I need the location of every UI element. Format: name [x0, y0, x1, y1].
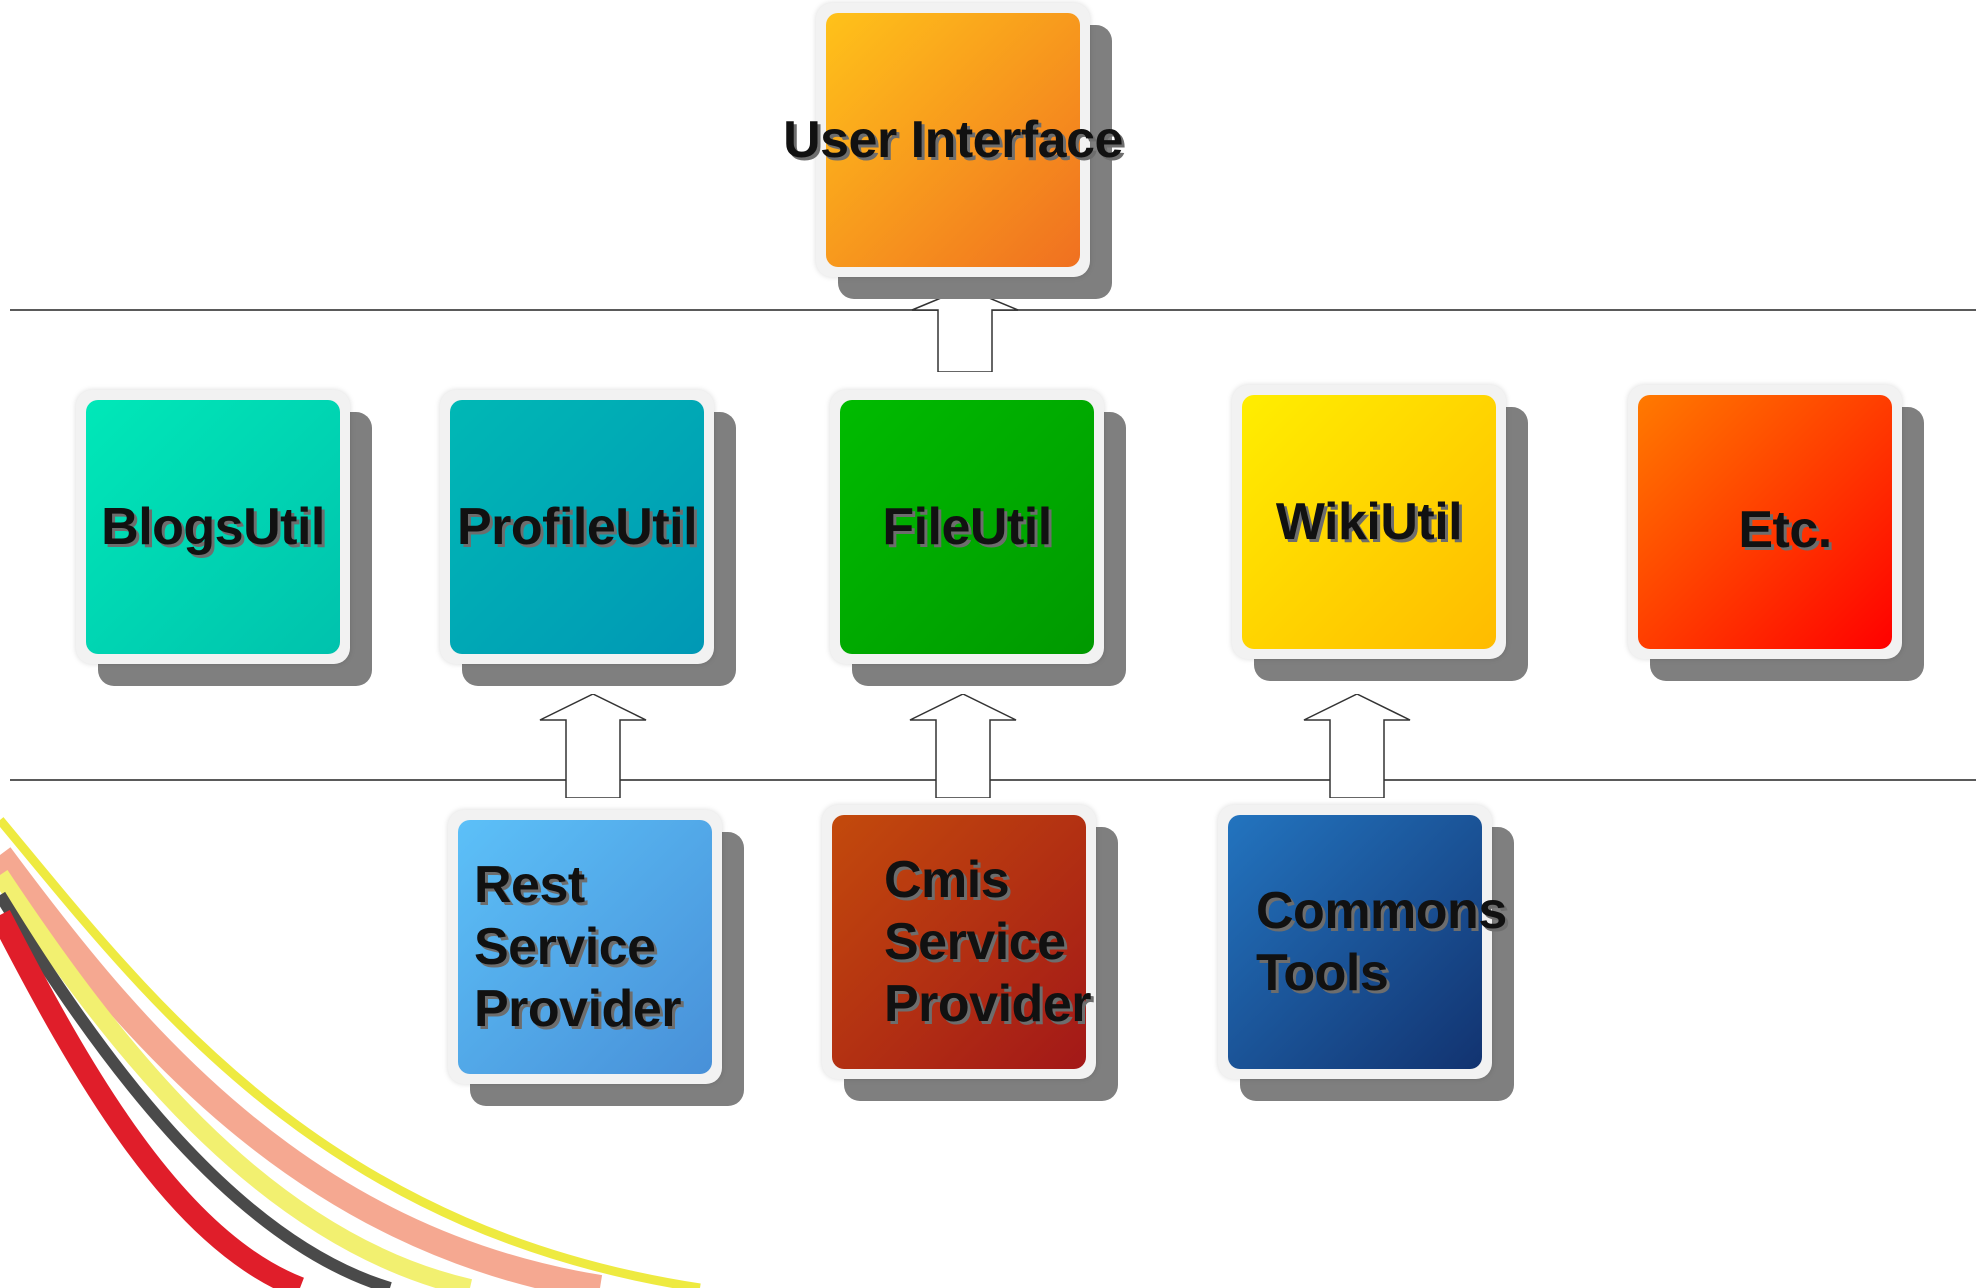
swoosh-red-stripe: [0, 909, 304, 1288]
node-profileutil: ProfileUtil: [440, 390, 736, 686]
node-face: [1228, 815, 1482, 1069]
node-frame: [1628, 385, 1902, 659]
node-face: [458, 820, 712, 1074]
node-label: Commons Tools: [1256, 882, 1507, 1002]
node-label: WikiUtil: [1275, 493, 1463, 551]
node-frame: [1218, 805, 1492, 1079]
node-label: Rest Service Provider: [474, 856, 681, 1038]
node-frame: [816, 3, 1090, 277]
node-commons-tools: Commons Tools: [1218, 805, 1514, 1101]
node-label: BlogsUtil: [101, 498, 325, 556]
node-wikiutil: WikiUtil: [1232, 385, 1528, 681]
node-user-interface: User Interface: [783, 3, 1123, 299]
node-etc: Etc.: [1628, 385, 1924, 681]
node-face: [450, 400, 704, 654]
arrow-cmis-to-fileutil: [908, 694, 1018, 798]
node-face: [86, 400, 340, 654]
node-rest-service-provider: Rest Service Provider: [448, 810, 744, 1106]
node-face: [832, 815, 1086, 1069]
node-label: ProfileUtil: [456, 498, 698, 556]
arrow-fileutil-to-user-interface: [910, 288, 1020, 372]
arrow-commons-to-wikiutil: [1302, 694, 1412, 798]
node-label: FileUtil: [882, 498, 1052, 556]
swoosh-salmon-stripe: [0, 847, 603, 1288]
node-fileutil: FileUtil: [830, 390, 1126, 686]
arrow-rest-to-profileutil: [538, 694, 648, 798]
layer-divider-bottom: [10, 779, 1976, 781]
node-frame: [76, 390, 350, 664]
swoosh-yellow-stripe: [0, 817, 701, 1288]
node-face: [1242, 395, 1496, 649]
node-blogsutil: BlogsUtil: [76, 390, 372, 686]
node-frame: [1232, 385, 1506, 659]
swoosh-light-yellow-stripe: [0, 870, 473, 1288]
node-face: [826, 13, 1080, 267]
node-cmis-service-provider: Cmis Service Provider: [822, 805, 1118, 1101]
node-face: [1638, 395, 1892, 649]
node-label: Cmis Service Provider: [884, 851, 1091, 1033]
node-frame: [822, 805, 1096, 1079]
node-face: [840, 400, 1094, 654]
node-frame: [440, 390, 714, 664]
node-frame: [448, 810, 722, 1084]
node-label: User Interface: [783, 111, 1123, 169]
decorative-swoosh: [0, 800, 720, 1288]
node-frame: [830, 390, 1104, 664]
node-label: Etc.: [1738, 501, 1832, 559]
swoosh-dark-stripe: [0, 891, 392, 1288]
